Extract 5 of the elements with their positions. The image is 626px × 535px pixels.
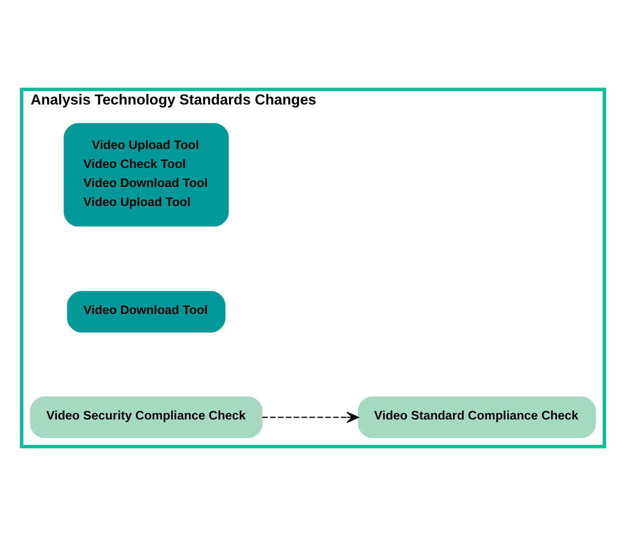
node-box: Video Standard Compliance Check (358, 396, 596, 438)
arrow (262, 411, 359, 422)
node-box: Video Download Tool (67, 290, 226, 332)
node-box: Video Security Compliance Check (30, 396, 262, 438)
node-box: Video Upload Tool Video Check Tool Video Download Tool Video Upload Tool (64, 122, 229, 226)
